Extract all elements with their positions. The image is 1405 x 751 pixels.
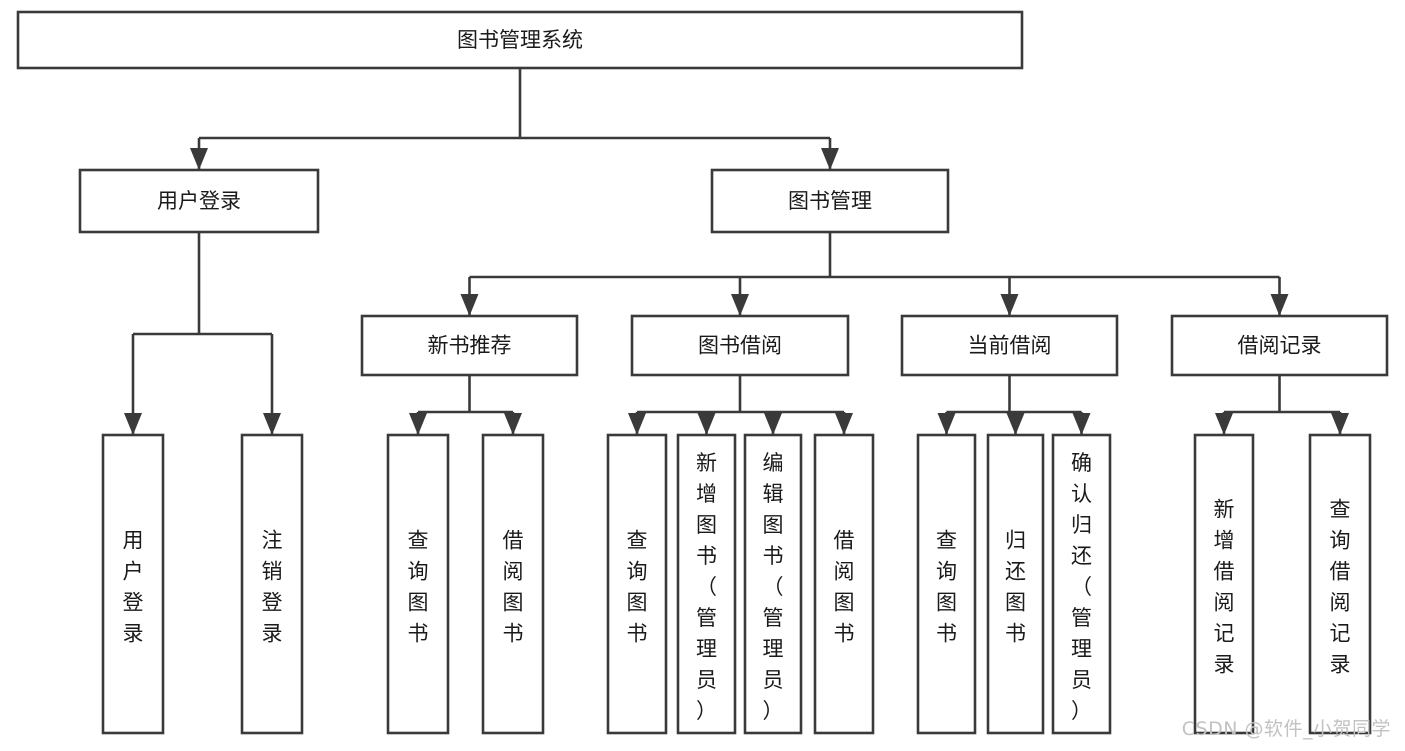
node-leaf-user-login[interactable]: 用户登录: [101, 433, 165, 735]
node-leaf-query-record-rect: [1308, 433, 1372, 735]
node-borrow-record-rect: [1170, 314, 1389, 377]
node-leaf-query-book-3-label: 查询图书: [936, 529, 957, 646]
node-leaf-add-record-rect: [1193, 433, 1255, 735]
arrow-head-icon-book-manage-0: [460, 294, 479, 316]
node-book-manage[interactable]: 图书管理: [710, 168, 950, 234]
node-leaf-query-book-1-label: 查询图书: [408, 529, 429, 646]
node-new-book-recommend-label: 新书推荐: [428, 334, 512, 358]
node-leaf-add-record[interactable]: 新增借阅记录: [1193, 433, 1255, 735]
node-leaf-return-book-label: 归还图书: [1005, 529, 1026, 646]
arrow-head-icon-book-borrow-3: [835, 413, 853, 435]
arrow-head-icon-book-borrow-1: [697, 413, 716, 435]
arrow-head-icon-current-borrow-1: [1006, 413, 1025, 435]
node-root-system-rect: [16, 10, 1024, 70]
arrow-head-icon-new-book-recommend-0: [409, 413, 427, 435]
node-borrow-record-label: 借阅记录: [1238, 334, 1322, 358]
node-current-borrow[interactable]: 当前借阅: [900, 314, 1119, 377]
node-new-book-recommend-rect: [360, 314, 579, 377]
arrow-head-icon-borrow-record-0: [1215, 413, 1233, 435]
arrow-head-icon-book-manage-2: [1000, 294, 1019, 316]
node-leaf-query-record[interactable]: 查询借阅记录: [1308, 433, 1372, 735]
node-leaf-logout[interactable]: 注销登录: [240, 433, 304, 735]
node-leaf-query-book-2[interactable]: 查询图书: [606, 433, 668, 735]
node-leaf-return-book[interactable]: 归还图书: [986, 433, 1045, 735]
node-leaf-query-book-2-rect: [606, 433, 668, 735]
node-leaf-edit-book-label: 编辑图书（管理员）: [763, 451, 784, 723]
node-leaf-add-record-label: 新增借阅记录: [1214, 498, 1235, 677]
arrow-head-icon-user-login-1: [263, 413, 281, 435]
node-current-borrow-rect: [900, 314, 1119, 377]
node-user-login-rect: [78, 168, 320, 234]
arrow-head-icon-book-manage-3: [1270, 294, 1289, 316]
node-leaf-confirm-return[interactable]: 确认归还（管理员）: [1051, 433, 1112, 735]
node-book-borrow-label: 图书借阅: [698, 334, 782, 358]
node-leaf-confirm-return-label: 确认归还（管理员）: [1071, 451, 1092, 723]
node-leaf-edit-book[interactable]: 编辑图书（管理员）: [743, 433, 803, 735]
node-book-borrow[interactable]: 图书借阅: [630, 314, 850, 377]
arrow-head-icon-book-manage-1: [731, 294, 749, 316]
node-new-book-recommend[interactable]: 新书推荐: [360, 314, 579, 377]
node-leaf-confirm-return-rect: [1051, 433, 1112, 735]
node-leaf-borrow-book-2[interactable]: 借阅图书: [813, 433, 875, 735]
arrow-head-icon-borrow-record-1: [1331, 413, 1349, 435]
node-user-login[interactable]: 用户登录: [78, 168, 320, 234]
arrow-head-icon-book-borrow-2: [764, 413, 782, 435]
node-leaf-borrow-book-1-rect: [481, 433, 545, 735]
node-user-login-label: 用户登录: [157, 189, 241, 213]
node-leaf-add-book[interactable]: 新增图书（管理员）: [676, 433, 737, 735]
node-book-manage-rect: [710, 168, 950, 234]
node-leaf-logout-rect: [240, 433, 304, 735]
node-leaf-query-record-label: 查询借阅记录: [1330, 498, 1351, 677]
node-leaf-query-book-1[interactable]: 查询图书: [386, 433, 450, 735]
node-leaf-borrow-book-2-rect: [813, 433, 875, 735]
node-leaf-query-book-3-rect: [916, 433, 977, 735]
node-leaf-query-book-1-rect: [386, 433, 450, 735]
node-leaf-query-book-3[interactable]: 查询图书: [916, 433, 977, 735]
arrow-head-icon-current-borrow-0: [937, 413, 956, 435]
arrow-head-icon-root-1: [821, 148, 839, 170]
node-leaf-borrow-book-1[interactable]: 借阅图书: [481, 433, 545, 735]
node-leaf-borrow-book-2-label: 借阅图书: [834, 529, 855, 646]
arrow-head-icon-user-login-0: [124, 413, 142, 435]
arrow-head-icon-root-0: [190, 148, 208, 170]
arrow-head-icon-current-borrow-2: [1072, 413, 1091, 435]
node-leaf-logout-label: 注销登录: [262, 529, 283, 646]
node-leaf-return-book-rect: [986, 433, 1045, 735]
node-book-manage-label: 图书管理: [788, 189, 872, 213]
node-leaf-borrow-book-1-label: 借阅图书: [503, 529, 524, 646]
node-leaf-query-book-2-label: 查询图书: [627, 529, 648, 646]
arrow-head-icon-book-borrow-0: [628, 413, 646, 435]
node-leaf-user-login-rect: [101, 433, 165, 735]
node-current-borrow-label: 当前借阅: [968, 334, 1052, 358]
node-leaf-add-book-rect: [676, 433, 737, 735]
node-leaf-add-book-label: 新增图书（管理员）: [696, 451, 717, 723]
node-leaf-edit-book-rect: [743, 433, 803, 735]
node-book-borrow-rect: [630, 314, 850, 377]
node-leaf-user-login-label: 用户登录: [123, 529, 144, 646]
node-root-system[interactable]: 图书管理系统: [16, 10, 1024, 70]
node-borrow-record[interactable]: 借阅记录: [1170, 314, 1389, 377]
node-root-system-label: 图书管理系统: [457, 28, 583, 52]
arrow-head-icon-new-book-recommend-1: [504, 413, 522, 435]
